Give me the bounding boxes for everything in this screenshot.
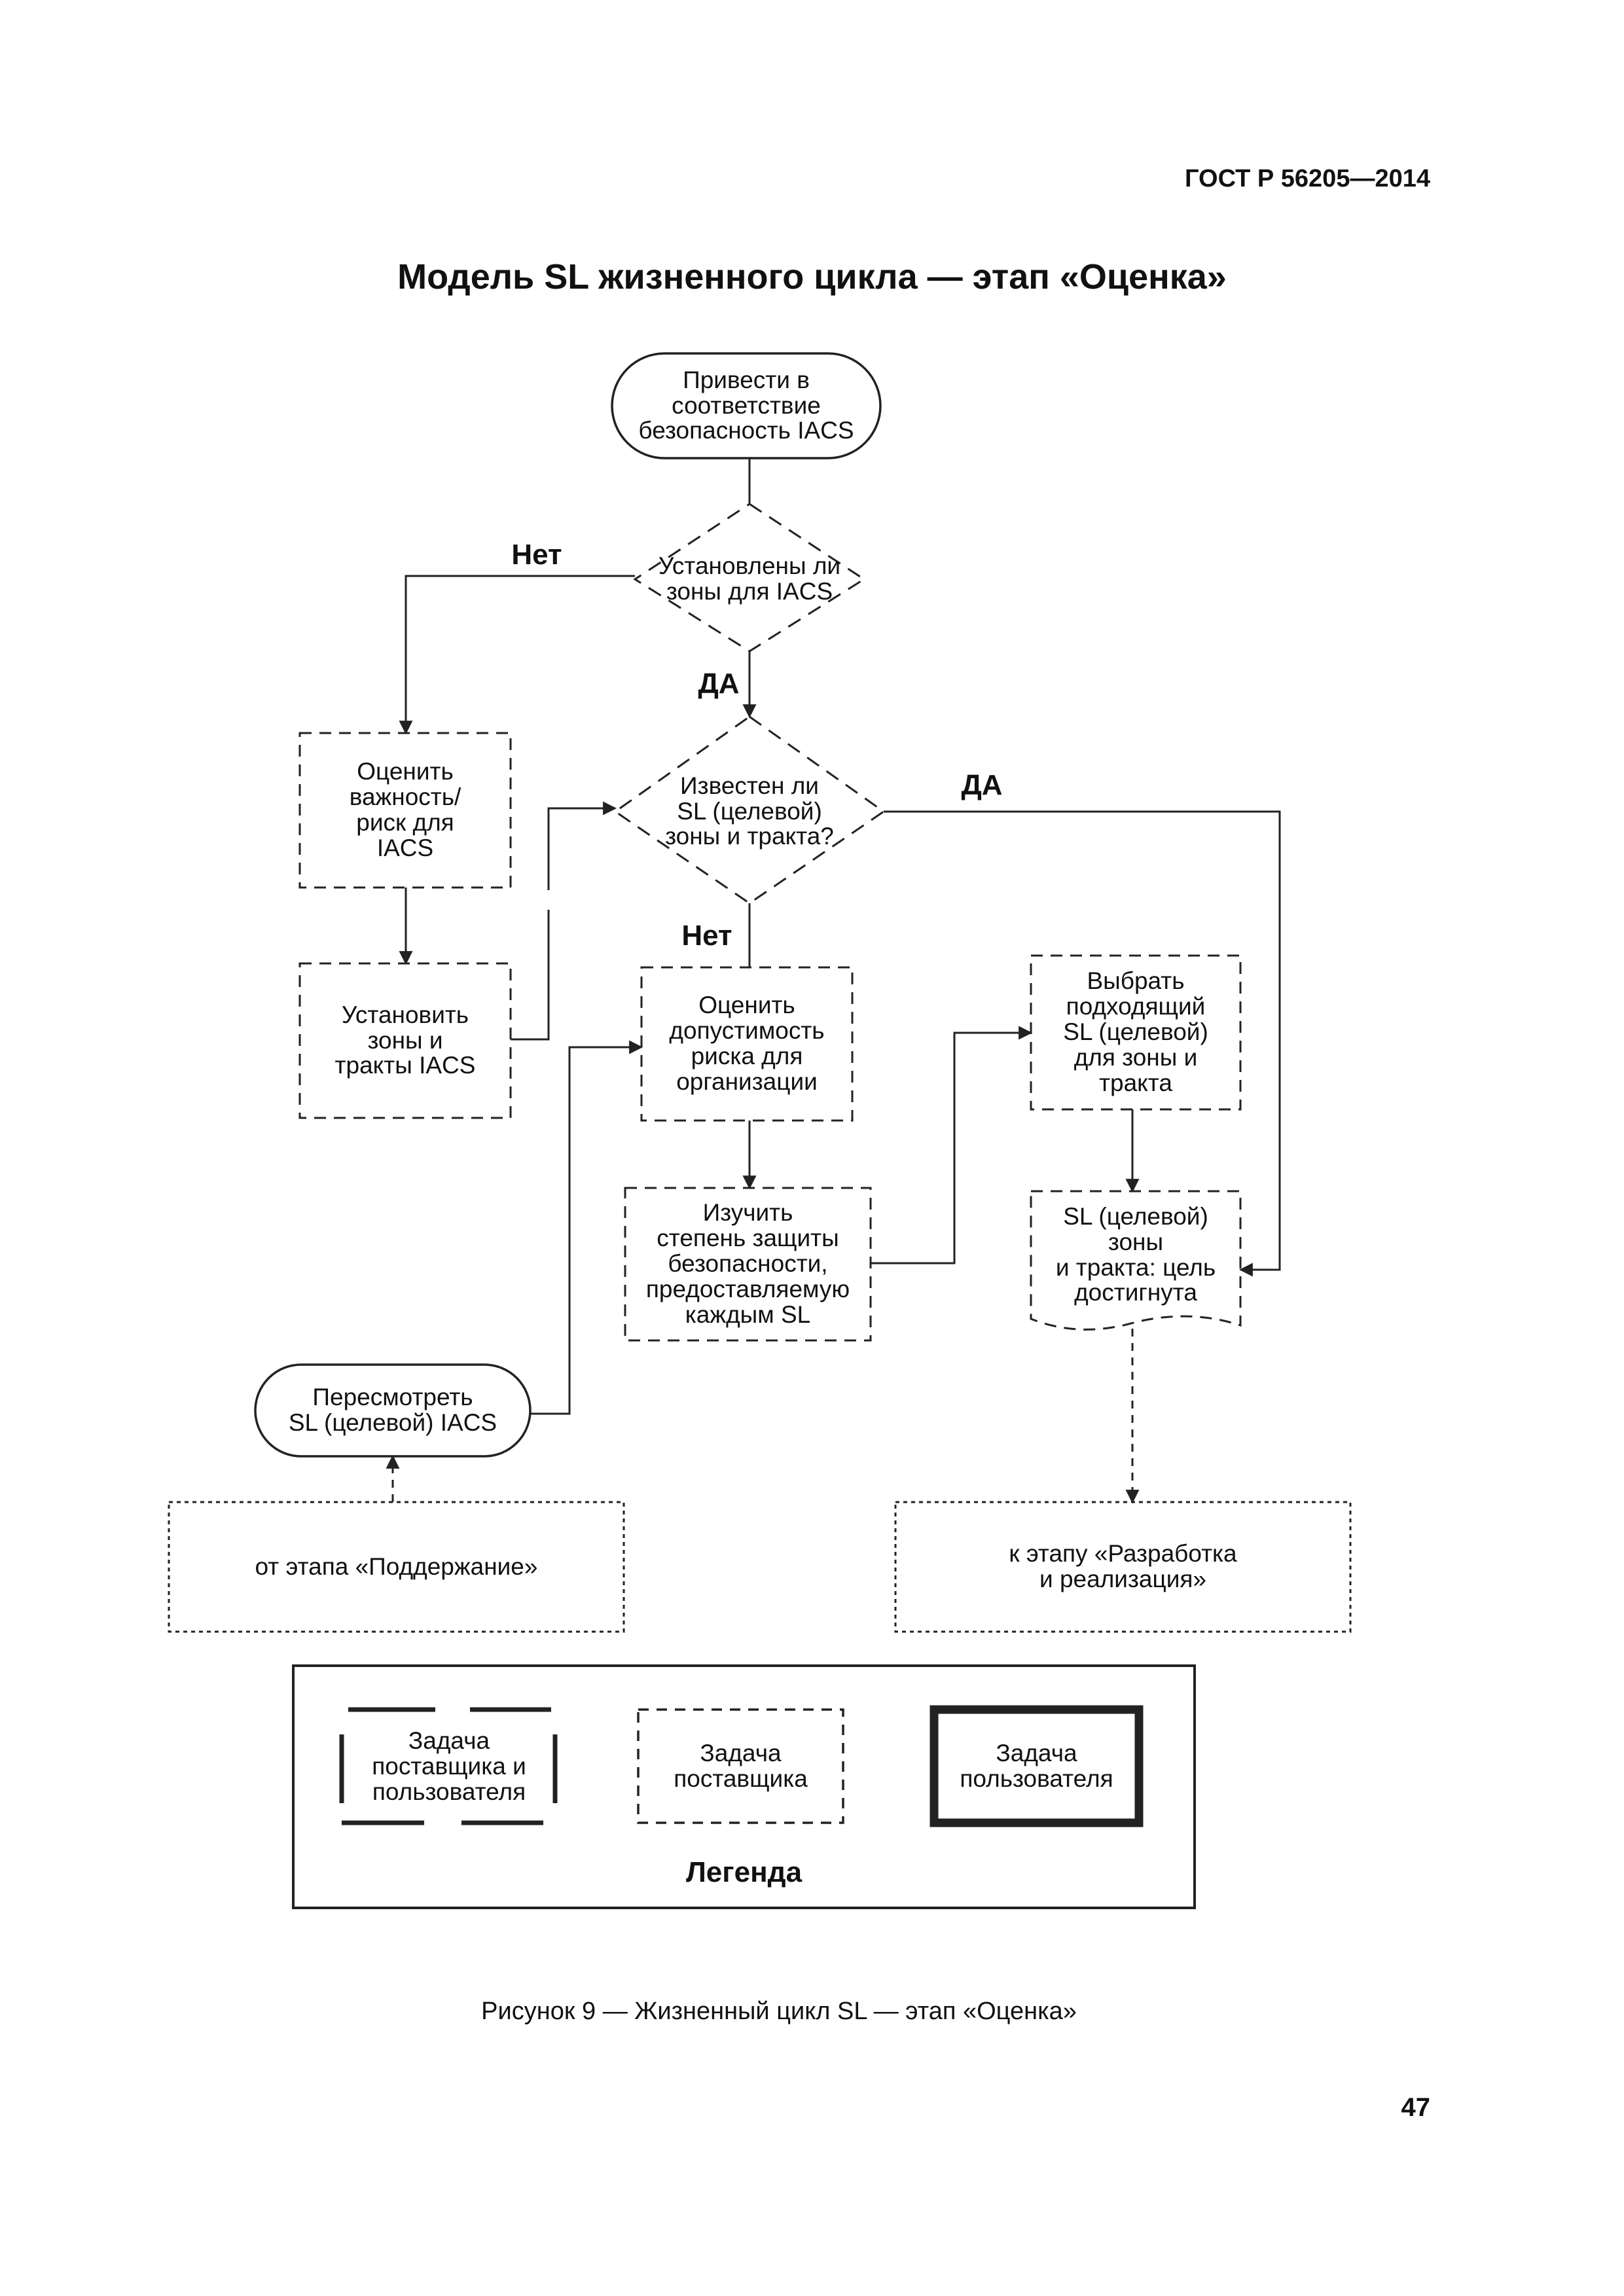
legend-supplier-symbol [637, 1708, 844, 1824]
from-maintenance-label: от этапа «Поддержание» [255, 1552, 538, 1580]
figure-caption: Рисунок 9 — Жизненный цикл SL — этап «Оц… [481, 1998, 1077, 2025]
set-zones-label: Установить зоны и тракты IACS [334, 1001, 476, 1079]
legend-user-label: Задача пользователя [960, 1739, 1113, 1792]
legend-user-symbol [929, 1705, 1144, 1827]
edge-zones-to-decision [511, 910, 550, 1041]
legend-supplier-label: Задача поставщика [674, 1739, 808, 1792]
page-number: 47 [1401, 2093, 1431, 2122]
edge-review-to-tolerance [530, 1040, 643, 1415]
zones-decision-label: Установлены ли зоны для IACS [658, 552, 841, 605]
start-label: Привести в соответствие безопасность IAC… [638, 366, 854, 444]
goal-document-shape [1030, 1190, 1242, 1331]
legend-supplier-user-symbol [339, 1707, 558, 1825]
edge-sl-known-yes [884, 810, 1281, 1277]
to-development-box [894, 1501, 1352, 1633]
assess-tolerance-label: Оценить допустимость риска для организац… [669, 992, 825, 1095]
edge-label-no-2: Нет [681, 919, 732, 952]
to-development-label: к этапу «Разработка и реализация» [1009, 1540, 1237, 1592]
legend-frame [292, 1664, 1196, 1909]
edge-label-yes-2: ДА [961, 768, 1003, 801]
start-terminator [611, 352, 882, 459]
edge-label-no-1: Нет [511, 538, 562, 571]
review-sl-label: Пересмотреть SL (целевой) IACS [288, 1384, 497, 1436]
legend-title: Легенда [685, 1856, 803, 1888]
sl-known-decision-label: Известен ли SL (целевой) зоны и тракта? [665, 772, 834, 850]
select-sl-label: Выбрать подходящий SL (целевой) для зоны… [1063, 967, 1208, 1096]
diagram-title: Модель SL жизненного цикла — этап «Оценк… [397, 257, 1227, 296]
legend-supplier-user-label: Задача поставщика и пользователя [372, 1727, 526, 1805]
assess-risk-label: Оценить важность/ риск для IACS [349, 758, 461, 861]
edge-label-yes-1: ДА [698, 667, 740, 700]
goal-reached-label: SL (целевой) зоны и тракта: цель достигн… [1055, 1202, 1216, 1306]
decision-sl-known [613, 715, 886, 905]
edge-zones-no [399, 575, 635, 735]
from-maintenance-box [168, 1501, 625, 1633]
edge-study-to-select [871, 1026, 1033, 1265]
edge-into-decision [547, 801, 617, 890]
study-protection-label: Изучить степень защиты безопасности, пре… [645, 1199, 850, 1328]
document-header: ГОСТ Р 56205—2014 [1185, 165, 1430, 192]
